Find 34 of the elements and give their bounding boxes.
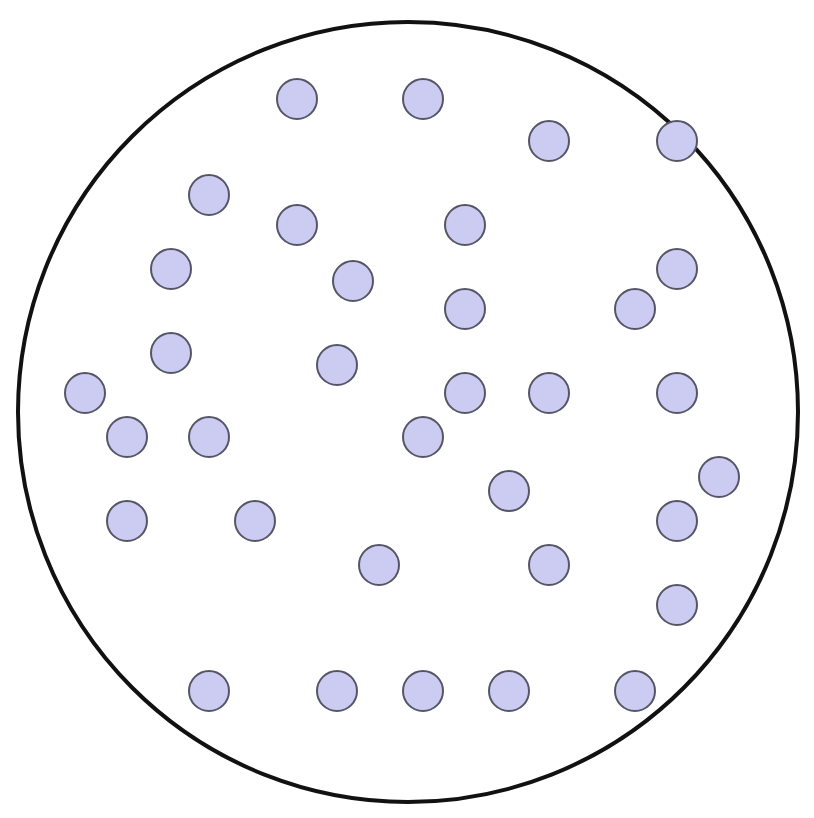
- particle-dot: [655, 371, 697, 413]
- particle-dot: [315, 343, 357, 385]
- particle-dot: [275, 203, 317, 245]
- particle-dot: [275, 77, 317, 119]
- particle-dot: [357, 543, 399, 585]
- particle-dot: [187, 415, 229, 457]
- particle-dot: [527, 543, 569, 585]
- particle-dot: [527, 371, 569, 413]
- particle-dot: [443, 371, 485, 413]
- particle-dot: [487, 669, 529, 711]
- particle-dot: [443, 203, 485, 245]
- particle-dot: [105, 499, 147, 541]
- particle-dot: [697, 455, 739, 497]
- particle-dot: [187, 669, 229, 711]
- particle-dot: [149, 247, 191, 289]
- particle-dot: [527, 119, 569, 161]
- particle-dot: [187, 173, 229, 215]
- particle-dot: [149, 331, 191, 373]
- particle-dot: [401, 669, 443, 711]
- particle-dot: [487, 469, 529, 511]
- particle-dot: [613, 287, 655, 329]
- particle-dot: [105, 415, 147, 457]
- particle-dot: [401, 77, 443, 119]
- particle-dot: [401, 415, 443, 457]
- particle-dot: [315, 669, 357, 711]
- particle-dot: [655, 499, 697, 541]
- particle-dot: [655, 119, 697, 161]
- particle-dot: [443, 287, 485, 329]
- particle-dot: [655, 247, 697, 289]
- particle-dot: [233, 499, 275, 541]
- particle-dot: [63, 371, 105, 413]
- particle-dot: [331, 259, 373, 301]
- particle-dot: [655, 583, 697, 625]
- particle-dot: [613, 669, 655, 711]
